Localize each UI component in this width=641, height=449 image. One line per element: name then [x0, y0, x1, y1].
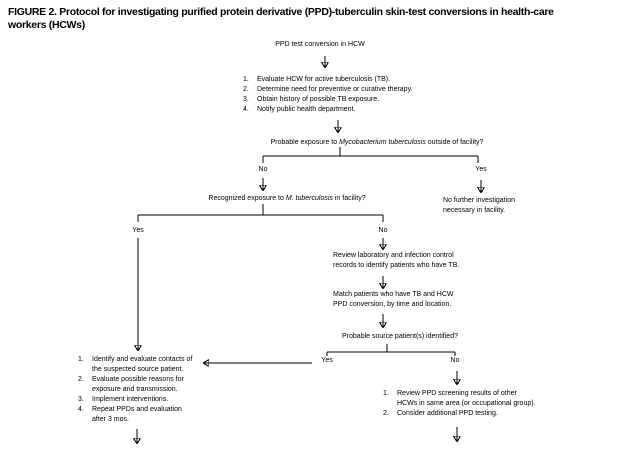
list-item: Identify and evaluate contacts of the su… — [78, 355, 193, 373]
figure-title: FIGURE 2. Protocol for investigating pur… — [8, 6, 638, 32]
node-start: PPD test conversion in HCW — [275, 41, 365, 48]
branch-outside-question — [263, 147, 481, 193]
branch-label-yes: Yes — [321, 357, 333, 364]
list-item: Review PPD screening results of other HC… — [383, 389, 536, 407]
question-source-patient: Probable source patient(s) identified? — [342, 333, 458, 340]
branch-label-yes: Yes — [475, 166, 487, 173]
node-initial-steps: Evaluate HCW for active tuberculosis (TB… — [243, 75, 413, 115]
figure-title-line1: FIGURE 2. Protocol for investigating pur… — [8, 6, 554, 18]
list-item: Determine need for preventive or curativ… — [243, 85, 413, 95]
branch-label-no: No — [378, 227, 388, 234]
list-item: Consider additional PPD testing. — [383, 409, 498, 419]
branch-source-question — [203, 344, 457, 385]
branch-facility-question — [138, 204, 383, 351]
list-item: Implement interventions. — [78, 395, 169, 405]
question-outside-exposure: Probable exposure to Mycobacterium tuber… — [270, 139, 484, 146]
list-item: Repeat PPDs and evaluation after 3 mos. — [78, 405, 182, 423]
node-no-further-investigation: No further investigation necessary in fa… — [443, 197, 515, 214]
list-item: Obtain history of possible TB exposure. — [243, 95, 380, 105]
node-review-records: Review laboratory and infection control … — [333, 252, 460, 269]
node-match-patients: Match patients who have TB and HCW PPD c… — [333, 291, 454, 308]
question-facility-exposure: Recognized exposure to M. tuberculosis i… — [208, 195, 366, 202]
list-item: Notify public health department. — [243, 105, 356, 115]
list-item: Evaluate possible reasons for exposure a… — [78, 375, 184, 393]
node-screening-steps: Review PPD screening results of other HC… — [383, 389, 536, 419]
branch-label-no: No — [258, 166, 268, 173]
node-contact-steps: Identify and evaluate contacts of the su… — [78, 355, 192, 425]
figure-title-line2: workers (HCWs) — [8, 19, 85, 31]
branch-label-no: No — [450, 357, 460, 364]
list-item: Evaluate HCW for active tuberculosis (TB… — [243, 75, 391, 85]
branch-label-yes: Yes — [132, 227, 144, 234]
